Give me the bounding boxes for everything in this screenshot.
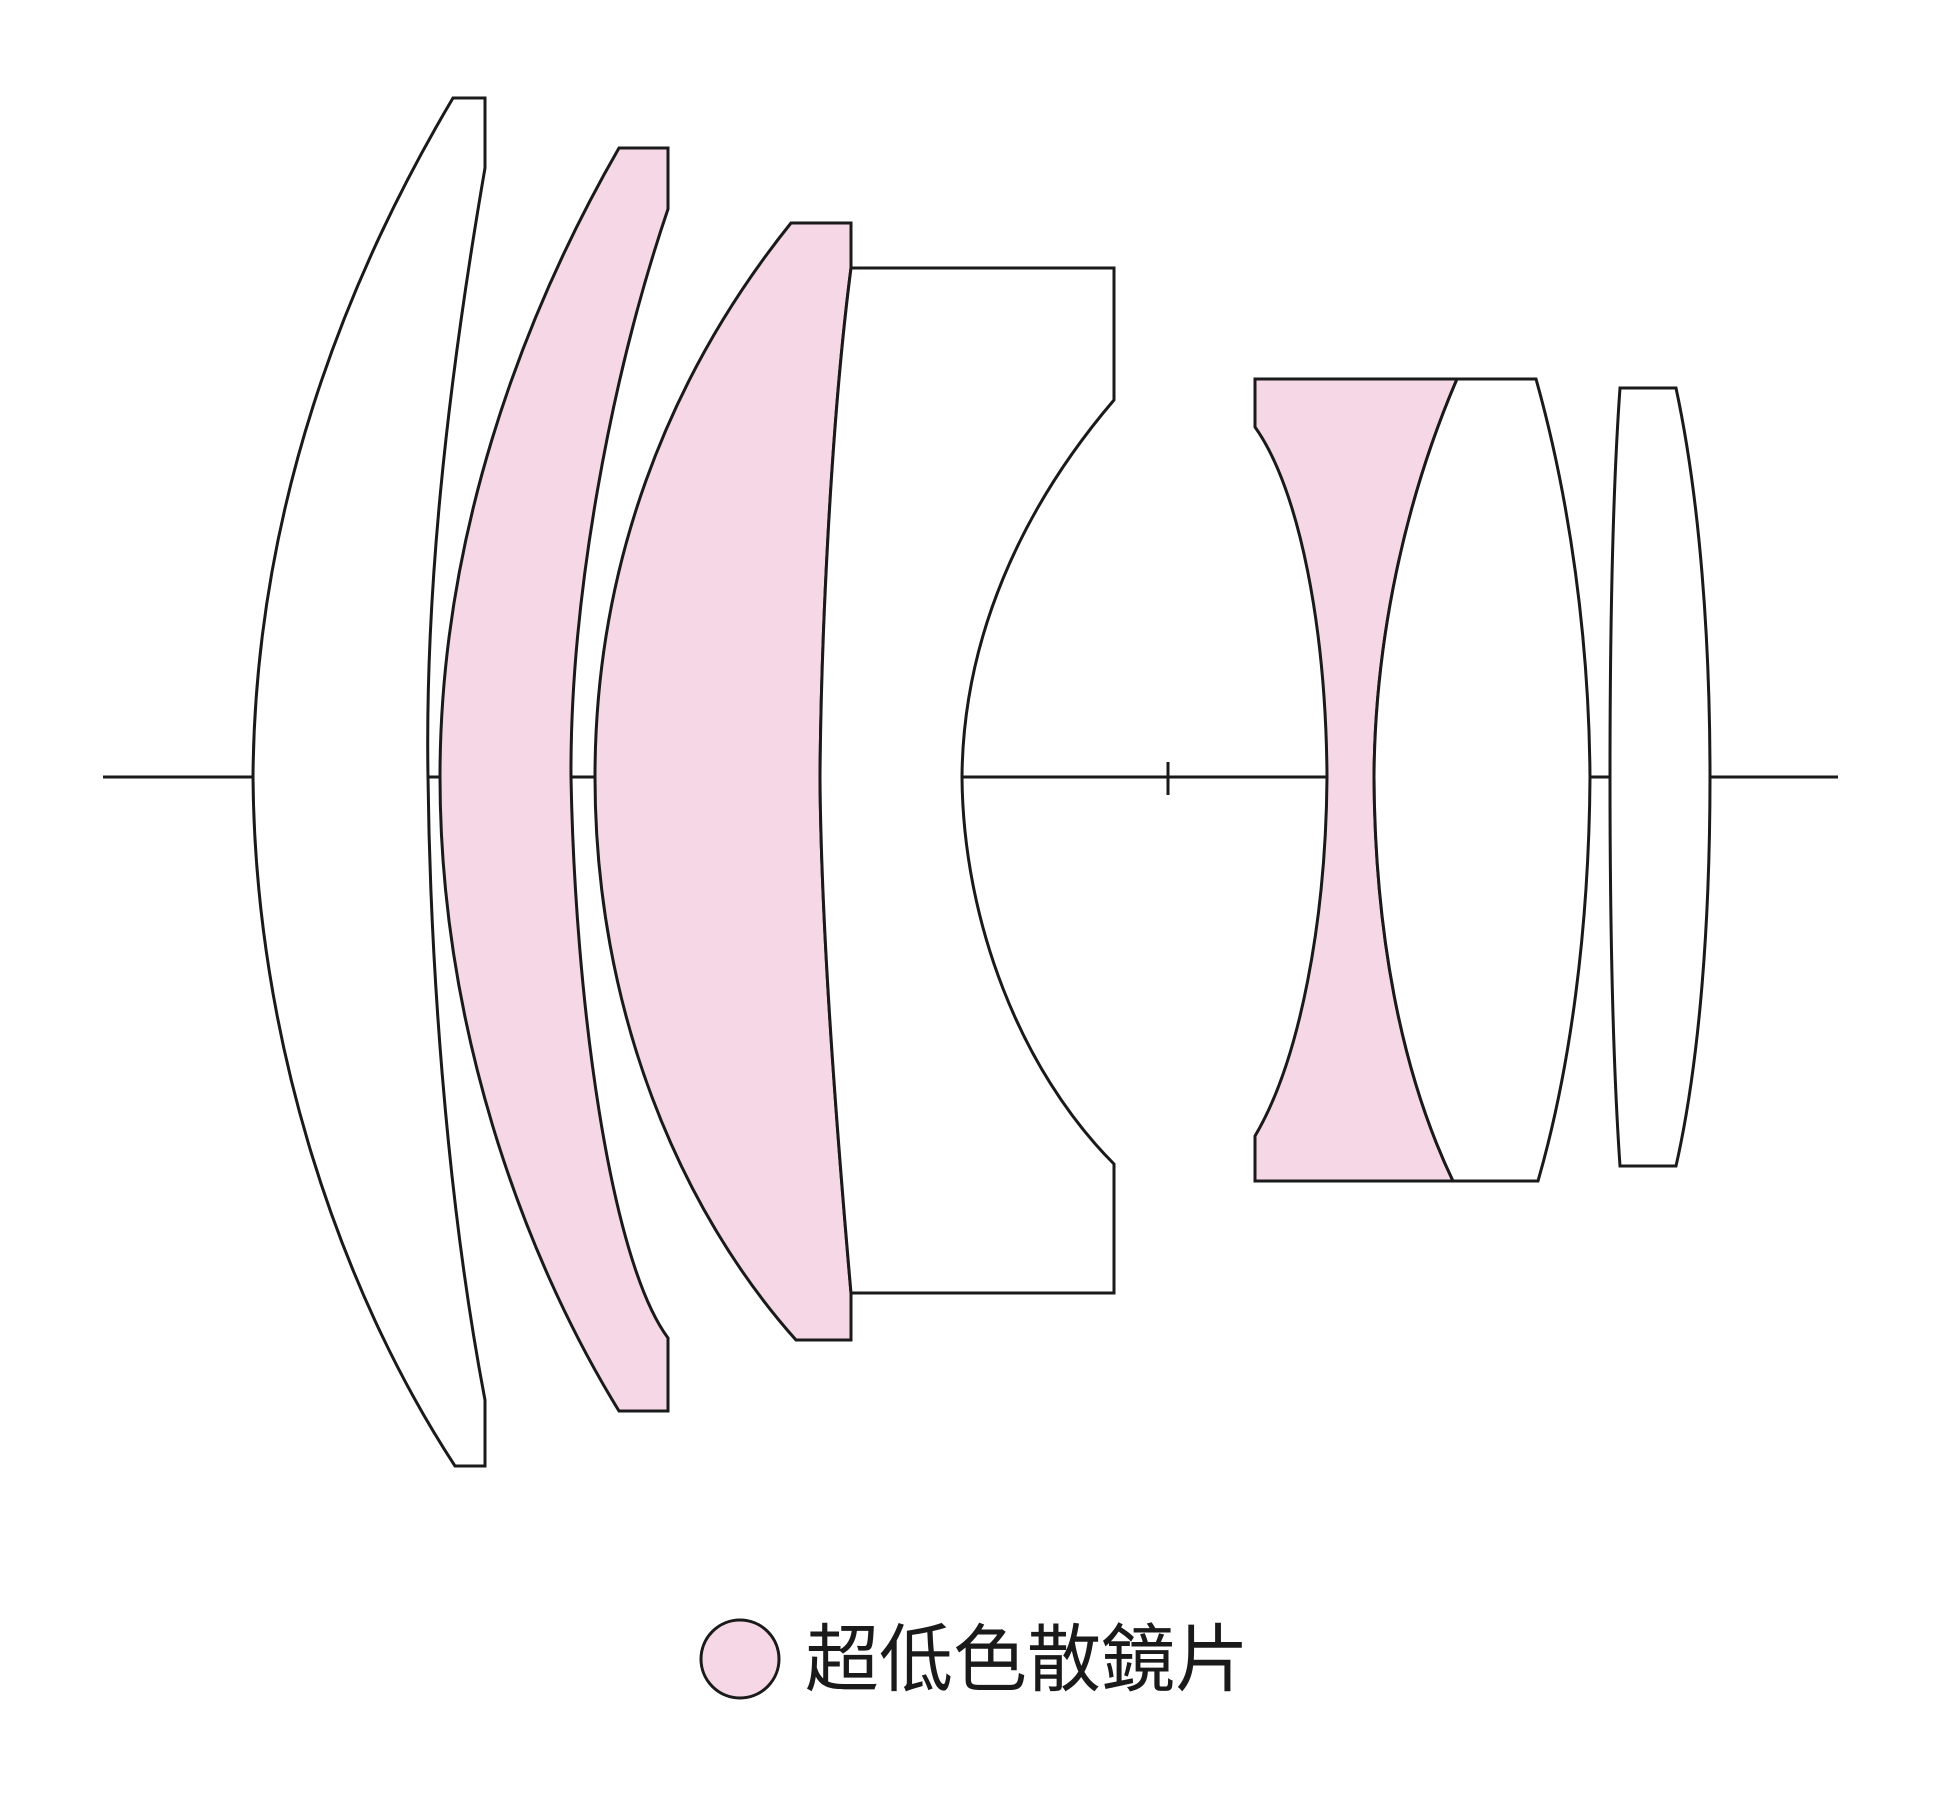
lens-element-2 xyxy=(438,146,670,1413)
lens-element-7 xyxy=(1608,386,1712,1168)
lens-element-3 xyxy=(593,221,853,1342)
legend-label: 超低色散鏡片 xyxy=(805,1617,1249,1703)
lens-element-6 xyxy=(1372,377,1592,1183)
lens-element-4 xyxy=(818,266,1116,1295)
legend-swatch-circle xyxy=(699,1618,781,1700)
legend: 超低色散鏡片 xyxy=(699,1617,1249,1703)
lens-element-1 xyxy=(251,96,487,1468)
